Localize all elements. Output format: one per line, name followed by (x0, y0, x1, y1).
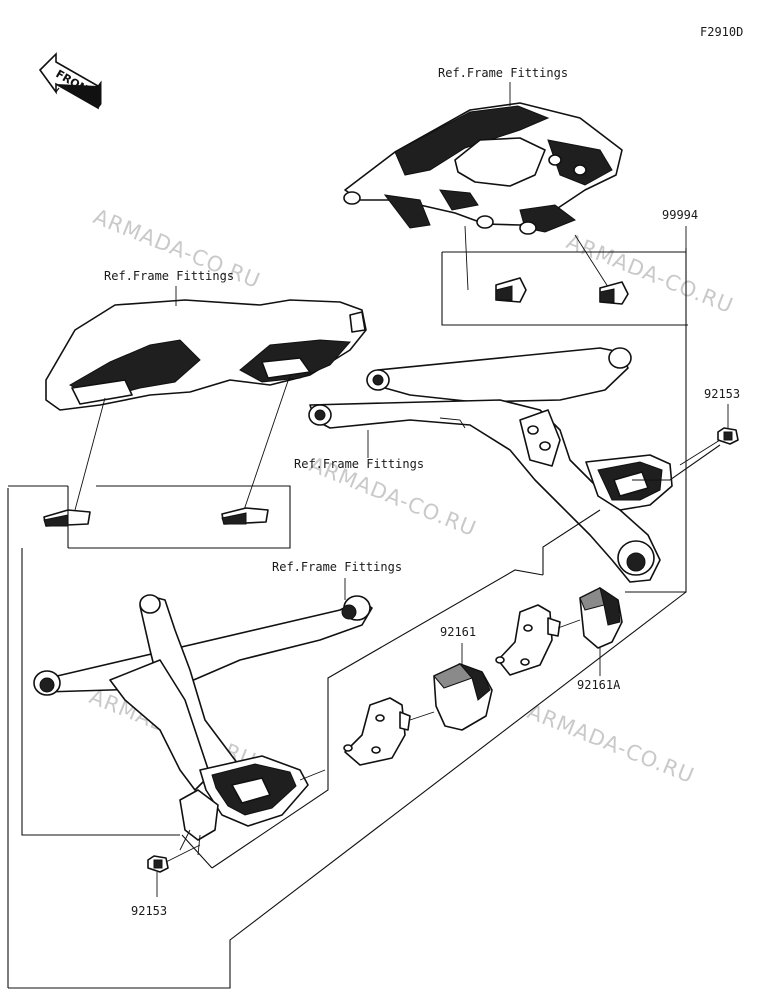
right-grab-bar (308, 347, 673, 583)
left-frame-fitting (45, 299, 367, 411)
grommet-left-b (221, 507, 269, 525)
label-99994: 99994 (662, 208, 698, 222)
front-arrow-icon: FRONT (38, 52, 102, 110)
ref-label-lower: Ref.Frame Fittings (272, 560, 402, 574)
label-92153-left: 92153 (131, 904, 167, 918)
top-frame-fitting (343, 102, 623, 235)
figure-code: F2910D (700, 25, 743, 39)
bracket-right-plate (495, 604, 581, 676)
cover-92161A (579, 586, 623, 649)
grommet-top-left (495, 277, 527, 303)
ref-label-left: Ref.Frame Fittings (104, 269, 234, 283)
label-92161: 92161 (440, 625, 476, 639)
grommet-top-right (599, 281, 629, 305)
left-grab-bar (33, 594, 373, 856)
bracket-left-plate (343, 697, 435, 766)
bolt-92153-right (679, 427, 739, 466)
watermark-2: ARMADA-CO.RU (563, 229, 737, 318)
ref-label-middle: Ref.Frame Fittings (294, 457, 424, 471)
watermark-5: ARMADA-CO.RU (524, 699, 698, 788)
grommet-left-a (43, 509, 91, 527)
label-92153-right: 92153 (704, 387, 740, 401)
cover-92161 (433, 662, 493, 731)
ref-label-top: Ref.Frame Fittings (438, 66, 568, 80)
label-92161A: 92161A (577, 678, 621, 692)
bolt-92153-left (147, 844, 201, 873)
